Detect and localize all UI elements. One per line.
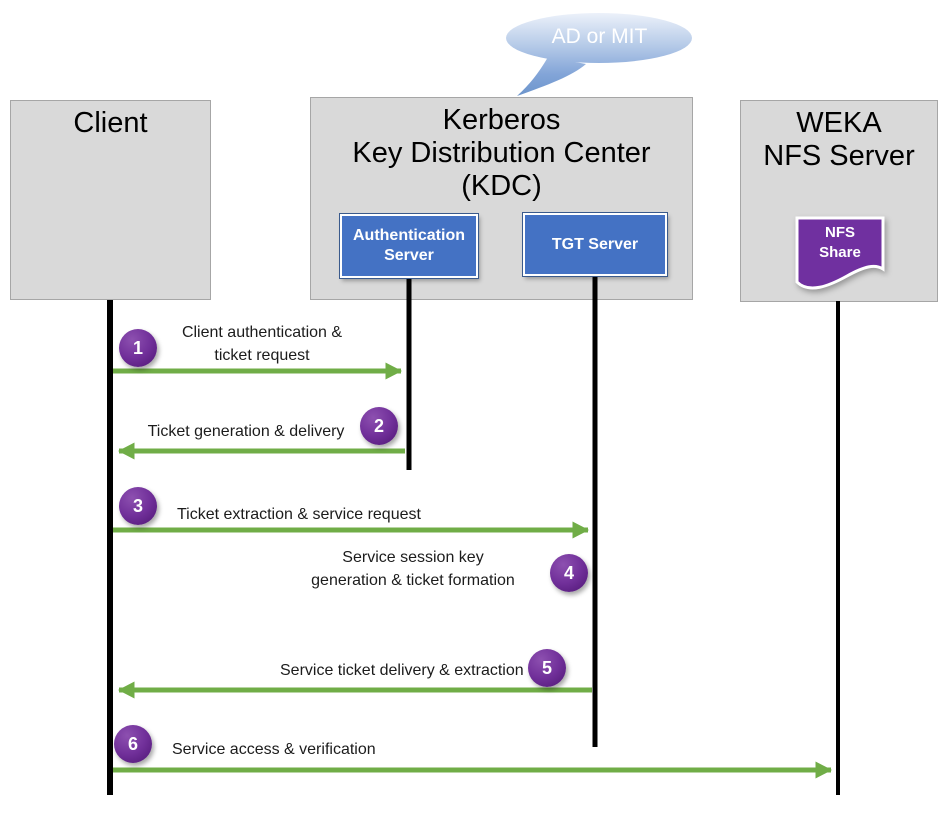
client-box: Client	[10, 100, 211, 300]
kdc-title-line1: Kerberos	[442, 104, 561, 136]
step-circle-6: 6	[114, 725, 152, 763]
message-label-5: Service ticket delivery & extraction	[280, 659, 524, 682]
tgt-server-box: TGT Server	[523, 213, 667, 276]
message-label-1: Client authentication & ticket request	[162, 321, 362, 367]
nfs-share-label-line2: Share	[819, 244, 861, 261]
kdc-title-line2: Key Distribution Center (KDC)	[352, 137, 651, 202]
message-label-2: Ticket generation & delivery	[146, 420, 346, 443]
tgt-server-label: TGT Server	[551, 235, 639, 253]
message-label-4: Service session key generation & ticket …	[293, 546, 533, 592]
weka-title: WEKA NFS Server	[741, 107, 937, 173]
nfs-share-shape: NFS Share	[795, 216, 885, 302]
weka-title-line1: WEKA	[796, 107, 882, 139]
step-circle-5: 5	[528, 649, 566, 687]
kdc-title: Kerberos Key Distribution Center (KDC)	[311, 104, 692, 203]
authentication-server-box: Authentication Server	[340, 214, 478, 278]
weka-nfs-server-box: WEKA NFS Server	[740, 100, 938, 302]
step-circle-1: 1	[119, 329, 157, 367]
step-circle-3: 3	[119, 487, 157, 525]
message-label-3: Ticket extraction & service request	[177, 503, 421, 526]
step-circle-2: 2	[360, 407, 398, 445]
message-2-line1: Ticket generation & delivery	[147, 423, 345, 440]
weka-title-line2: NFS Server	[763, 140, 915, 172]
client-title: Client	[73, 107, 148, 139]
step-circle-4: 4	[550, 554, 588, 592]
nfs-share-label-line1: NFS	[825, 224, 855, 241]
message-label-6: Service access & verification	[172, 738, 376, 761]
message-1-line2: ticket request	[214, 347, 310, 364]
nfs-share-label: NFS Share	[795, 223, 885, 263]
callout-text: AD or MIT	[551, 25, 648, 48]
message-4-line2: generation & ticket formation	[311, 572, 515, 589]
message-5-line1: Service ticket delivery & extraction	[280, 662, 524, 679]
message-4-line1: Service session key	[342, 549, 484, 566]
authentication-server-label: Authentication Server	[353, 227, 465, 264]
callout-tail-shape	[517, 57, 586, 96]
message-6-line1: Service access & verification	[172, 741, 376, 758]
message-3-line1: Ticket extraction & service request	[177, 506, 421, 523]
nfs-share-document-icon	[795, 216, 885, 290]
message-1-line1: Client authentication &	[181, 324, 343, 341]
